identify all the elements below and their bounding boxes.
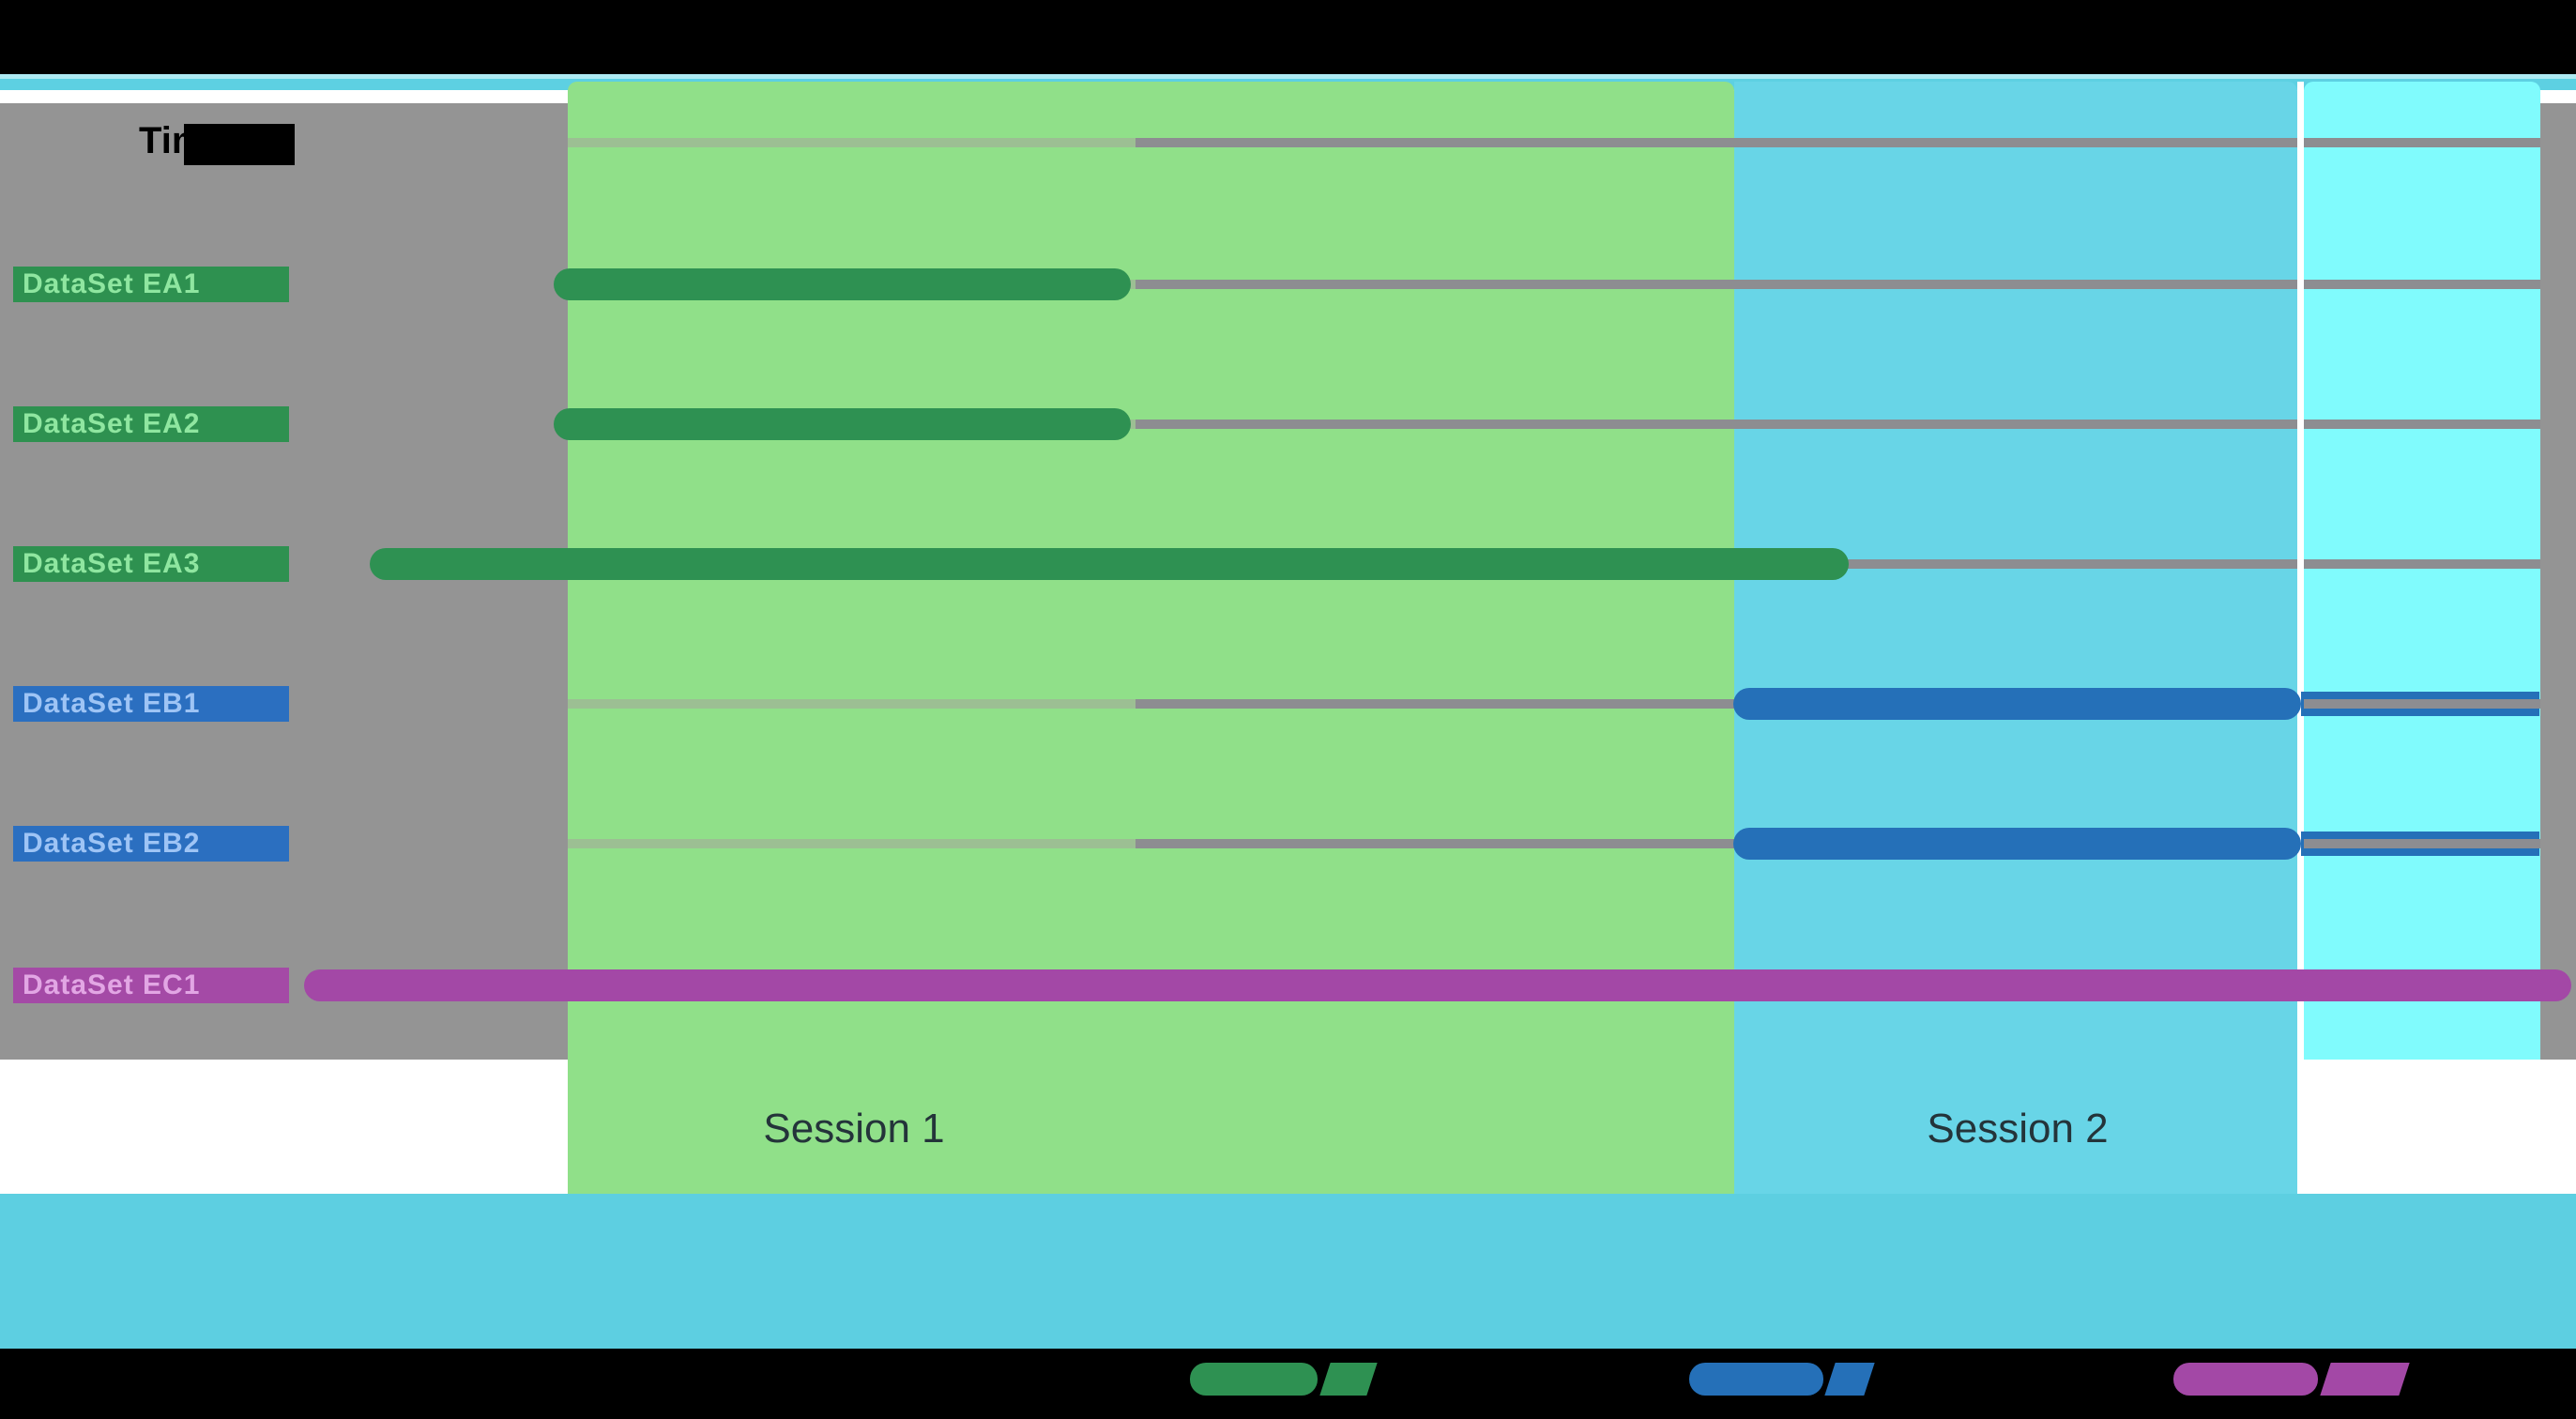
row-label-dataset-eb2: DataSet EB2 [13,826,289,862]
bar-dataset-ec1 [304,969,2571,1001]
session2-label: Session 2 [1927,1106,2109,1152]
bottom-strip [0,1194,2576,1349]
legend-swatch-green [1190,1363,1318,1396]
gridline-dark [1136,420,2540,429]
gridline-over-eb1 [2304,699,2540,709]
bar-dataset-eb1 [1733,688,2301,720]
row-label-dataset-ea2: DataSet EA2 [13,406,289,442]
row-label-dataset-ea1: DataSet EA1 [13,267,289,302]
row-label-dataset-ea3: DataSet EA3 [13,546,289,582]
session1-label: Session 1 [763,1106,945,1152]
gridline-dark [1136,280,2540,289]
band-gap [2297,82,2304,1060]
bar-dataset-ea1 [554,268,1131,300]
bar-dataset-ea2 [554,408,1131,440]
legend-swatch-purple [2173,1363,2318,1396]
gridline-over-eb2 [2304,839,2540,848]
row-label-dataset-ec1: DataSet EC1 [13,968,289,1003]
gridline-light [568,699,1136,709]
legend-swatch-blue [1689,1363,1823,1396]
right-margin-panel [2540,103,2576,1060]
trailing-band [2304,82,2540,1060]
gridline-light [568,839,1136,848]
top-strip-light [0,74,2576,79]
session2-band [1734,82,2297,1194]
bar-dataset-ea3 [370,548,1849,580]
legend-slash-purple [2320,1363,2410,1396]
gridline-dark [1136,699,2301,709]
gridline-light [568,138,1136,147]
session1-band [568,82,1734,1194]
time-label-glitch-block [184,124,295,165]
top-letterbox-bar [0,0,2576,74]
row-label-dataset-eb1: DataSet EB1 [13,686,289,722]
gridline-dark [1136,138,2540,147]
gridline-dark [1136,839,2301,848]
bar-dataset-eb2 [1733,828,2301,860]
